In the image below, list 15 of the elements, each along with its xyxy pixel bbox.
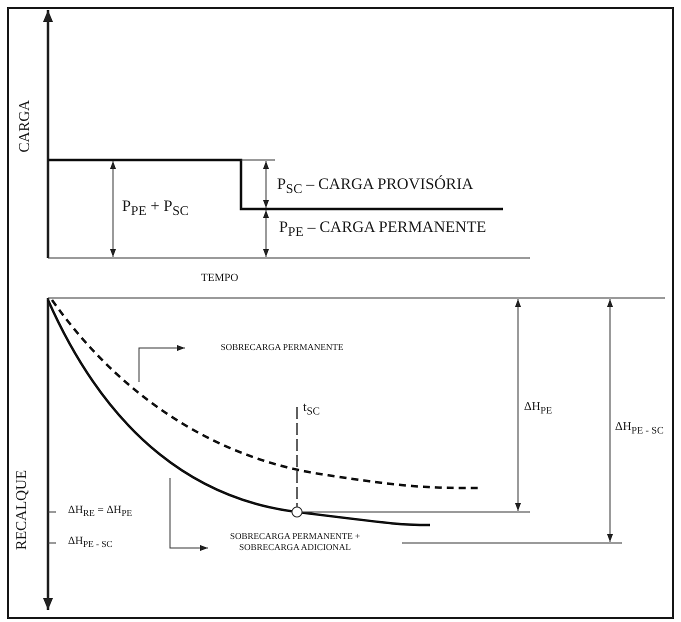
axis-title: CARGA xyxy=(17,100,34,153)
dimension-label: ΔH$_{PE - SC}$ xyxy=(615,420,664,436)
settlement-label: ΔH$_{RE}$ = ΔH$_{PE}$ xyxy=(68,504,132,518)
leader-line xyxy=(170,478,208,551)
settlement-label: ΔH$_{PE - SC}$ xyxy=(68,535,113,550)
load-label: P$_{PE}$ – CARGA PERMANENTE xyxy=(279,219,486,240)
leader-line xyxy=(138,345,186,382)
dimension-label: ΔH$_{PE}$ xyxy=(524,400,552,416)
axis-title: RECALQUE xyxy=(14,470,30,550)
callout-text: SOBRECARGA PERMANENTE + SOBRECARGA ADICIONAL xyxy=(210,531,380,554)
time-label: t$_{SC}$ xyxy=(303,400,320,418)
load-label: P$_{PE}$ + P$_{SC}$ xyxy=(122,198,189,219)
axis-title: TEMPO xyxy=(201,272,238,284)
callout-text: SOBRECARGA PERMANENTE xyxy=(187,342,377,354)
load-label: P$_{SC}$ – CARGA PROVISÓRIA xyxy=(277,176,474,197)
